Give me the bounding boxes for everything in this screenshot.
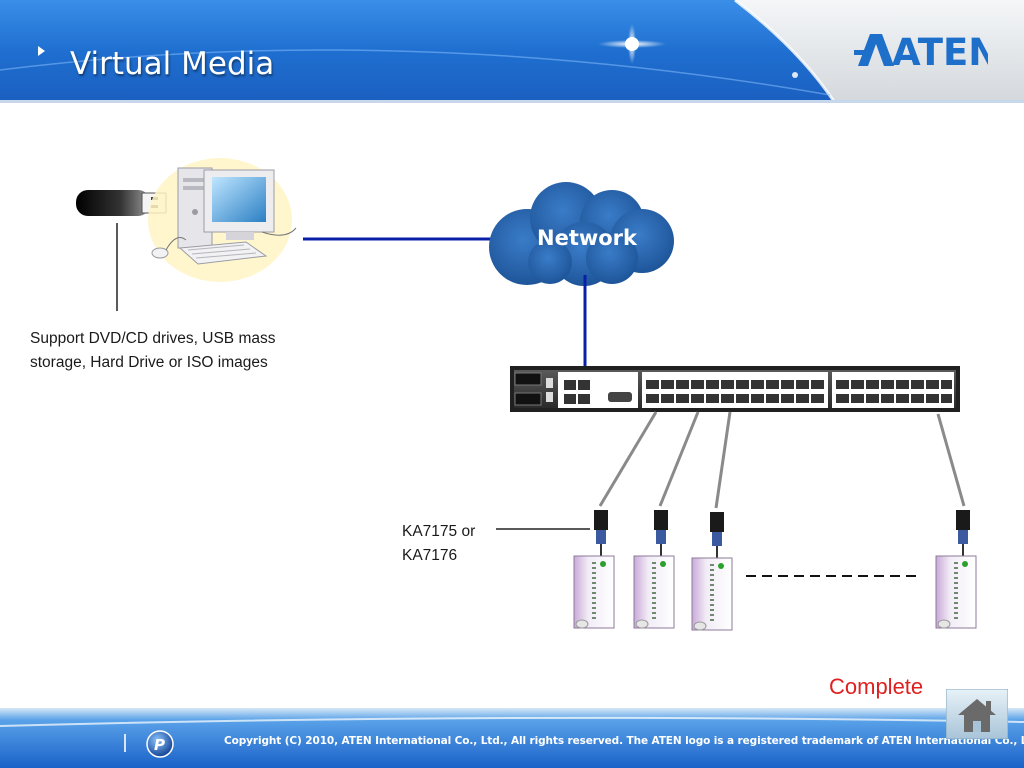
- server-icon: [633, 555, 675, 629]
- power-button-icon[interactable]: P: [146, 730, 174, 758]
- computer-icon: [148, 158, 297, 282]
- aten-logo-icon: ATEN: [854, 31, 988, 70]
- power-button-label: P: [154, 736, 165, 754]
- home-icon: [958, 699, 996, 732]
- adapter-label-line1: KA7175 or: [402, 523, 476, 540]
- kvm-switch-icon: [510, 366, 960, 412]
- kvm-adapter-icon: [594, 510, 608, 556]
- server-icon: [691, 557, 733, 631]
- home-button[interactable]: [946, 689, 1008, 739]
- kvm-adapter-icon: [956, 510, 970, 556]
- kvm-adapter-icon: [654, 510, 668, 556]
- logo-text: ATEN: [892, 31, 988, 70]
- server-icon: [573, 555, 615, 629]
- copyright-text: Copyright (C) 2010, ATEN International C…: [224, 735, 1024, 747]
- complete-link[interactable]: Complete: [829, 674, 924, 699]
- network-label: Network: [537, 226, 638, 250]
- server-icon: [935, 555, 977, 629]
- adapter-label: KA7175 or KA7176: [402, 520, 502, 568]
- kvm-adapter-icon: [710, 512, 724, 558]
- network-cloud-icon: [489, 182, 674, 286]
- footer-banner: P: [0, 708, 1024, 768]
- adapter-label-line2: KA7176: [402, 547, 458, 564]
- support-description: Support DVD/CD drives, USB mass storage,…: [30, 330, 276, 371]
- slide-title: Virtual Media: [70, 46, 275, 82]
- kvm-cables: [598, 411, 966, 509]
- bullet-arrow-icon: [38, 46, 45, 56]
